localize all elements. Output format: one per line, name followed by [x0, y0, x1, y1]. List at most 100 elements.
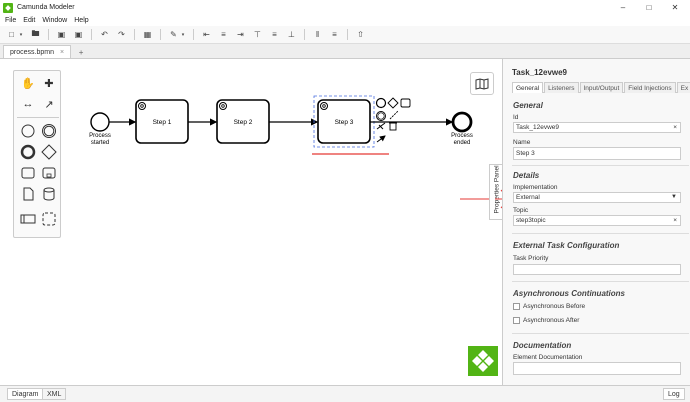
export-image-icon[interactable]: ▦	[143, 30, 152, 39]
start-event-tool-icon[interactable]	[20, 123, 36, 139]
dropdown-icon[interactable]: ▾	[19, 31, 23, 38]
end-event[interactable]	[451, 111, 473, 133]
align-right-icon[interactable]: ⇥	[237, 30, 244, 39]
async-before-row[interactable]: Asynchronous Before	[513, 303, 585, 310]
id-input[interactable]: Task_12evwe9 ×	[513, 122, 681, 133]
undo-icon[interactable]: ↶	[101, 30, 108, 39]
external-task-group-title: External Task Configuration	[513, 241, 620, 250]
align-middle-icon[interactable]: ≡	[272, 30, 277, 39]
start-event-label-line-2: started	[91, 140, 109, 146]
end-event-tool-icon[interactable]	[20, 144, 36, 160]
tab-general[interactable]: General	[512, 82, 544, 93]
toolbar-separator	[91, 29, 92, 40]
task-tool-icon[interactable]	[20, 165, 36, 181]
redo-icon[interactable]: ↷	[118, 30, 125, 39]
align-center-icon[interactable]: ≡	[221, 30, 226, 39]
trash-icon[interactable]	[389, 122, 397, 131]
global-connect-tool-icon[interactable]: ↗	[44, 98, 54, 111]
distribute-vertical-icon[interactable]: ≡	[332, 30, 337, 39]
toolbar-separator	[160, 29, 161, 40]
append-end-event-icon[interactable]	[375, 97, 387, 109]
name-textarea-value: Step 3	[516, 150, 535, 157]
task-step-1-label: Step 1	[153, 119, 172, 126]
new-file-icon[interactable]: □	[9, 30, 14, 39]
subprocess-tool-icon[interactable]	[41, 165, 57, 181]
align-left-icon[interactable]: ⇤	[203, 30, 210, 39]
menu-file[interactable]: File	[5, 17, 17, 24]
async-after-row[interactable]: Asynchronous After	[513, 317, 579, 324]
pool-tool-icon[interactable]	[20, 211, 36, 227]
properties-tabs: General Listeners Input/Output Field Inj…	[512, 82, 690, 93]
append-task-icon[interactable]	[400, 98, 411, 108]
group-tool-icon[interactable]	[41, 211, 57, 227]
color-brush-icon[interactable]: ✎	[170, 30, 177, 39]
task-priority-input[interactable]	[513, 264, 681, 275]
maximize-icon[interactable]: □	[646, 3, 652, 12]
element-documentation-textarea[interactable]	[513, 362, 681, 375]
async-group-title: Asynchronous Continuations	[513, 289, 625, 298]
element-documentation-label: Element Documentation	[513, 354, 583, 361]
lasso-tool-icon[interactable]: ✚	[44, 77, 54, 90]
topic-input[interactable]: step3topic ×	[513, 215, 681, 226]
menu-edit[interactable]: Edit	[23, 17, 36, 24]
close-icon[interactable]: ✕	[671, 3, 679, 12]
menu-window[interactable]: Window	[42, 17, 68, 24]
append-gateway-icon[interactable]	[387, 97, 399, 109]
implementation-select[interactable]: External ▼	[513, 192, 681, 203]
deploy-icon[interactable]: ⇧	[357, 30, 364, 39]
id-label: Id	[513, 114, 519, 121]
diagram-view-tab[interactable]: Diagram	[7, 388, 44, 400]
minimap-button[interactable]	[470, 72, 494, 95]
minimize-icon[interactable]: –	[620, 3, 626, 12]
save-as-icon[interactable]: ▣	[74, 30, 83, 39]
wrench-icon[interactable]	[376, 122, 386, 130]
toolbar-separator	[347, 29, 348, 40]
async-before-checkbox[interactable]	[513, 303, 520, 310]
toolbar-separator	[193, 29, 194, 40]
intermediate-event-tool-icon[interactable]	[41, 123, 57, 139]
toolbar-separator	[134, 29, 135, 40]
name-textarea[interactable]: Step 3	[513, 147, 681, 160]
data-object-tool-icon[interactable]	[20, 186, 36, 202]
properties-panel-toggle[interactable]: Properties Panel	[489, 164, 502, 220]
tab-process-bpmn[interactable]: process.bpmn ×	[3, 45, 72, 58]
tab-label: process.bpmn	[10, 48, 54, 56]
save-icon[interactable]: ▣	[57, 30, 66, 39]
space-tool-icon[interactable]: ↔	[22, 98, 34, 110]
gear-icon	[320, 102, 328, 110]
map-icon	[475, 77, 489, 90]
distribute-horizontal-icon[interactable]: ‖	[315, 30, 320, 39]
async-after-checkbox[interactable]	[513, 317, 520, 324]
close-tab-icon[interactable]: ×	[59, 48, 65, 56]
text-annotation-icon[interactable]	[389, 110, 399, 120]
bottom-bar: Diagram XML Log	[0, 385, 690, 402]
element-id-heading: Task_12evwe9	[512, 68, 568, 77]
task-priority-label: Task Priority	[513, 255, 549, 262]
hand-tool-icon[interactable]: ✋	[21, 77, 35, 90]
gear-icon	[219, 102, 227, 110]
clear-topic-icon[interactable]: ×	[673, 217, 677, 224]
menu-help[interactable]: Help	[74, 17, 89, 24]
align-top-icon[interactable]: ⊤	[254, 30, 261, 39]
start-event[interactable]	[90, 112, 110, 132]
camunda-logo	[468, 346, 498, 376]
title-bar: Camunda Modeler – □ ✕	[0, 0, 690, 15]
data-store-tool-icon[interactable]	[41, 186, 57, 202]
open-folder-icon[interactable]: 🖿	[31, 28, 40, 38]
bpmn-diagram: Process started Step 1 Step 2 Step 3	[89, 95, 500, 200]
log-button[interactable]: Log	[663, 388, 685, 400]
file-tabs: process.bpmn × +	[0, 44, 690, 59]
clear-id-icon[interactable]: ×	[673, 124, 677, 131]
tab-field-injections[interactable]: Field Injections	[624, 82, 676, 93]
tab-listeners[interactable]: Listeners	[544, 82, 579, 93]
xml-view-tab[interactable]: XML	[42, 388, 67, 400]
dropdown-icon[interactable]: ▾	[181, 31, 185, 38]
tab-input-output[interactable]: Input/Output	[579, 82, 624, 93]
tab-extensions[interactable]: Ex	[676, 82, 690, 93]
connect-icon[interactable]	[376, 135, 386, 143]
properties-panel: Task_12evwe9 General Listeners Input/Out…	[502, 59, 690, 385]
align-bottom-icon[interactable]: ⊥	[288, 30, 295, 39]
add-tab-button[interactable]: +	[78, 47, 84, 57]
diagram-canvas[interactable]: ✋ ✚ ↔ ↗ Process started	[0, 59, 502, 385]
gateway-tool-icon[interactable]	[41, 144, 57, 160]
